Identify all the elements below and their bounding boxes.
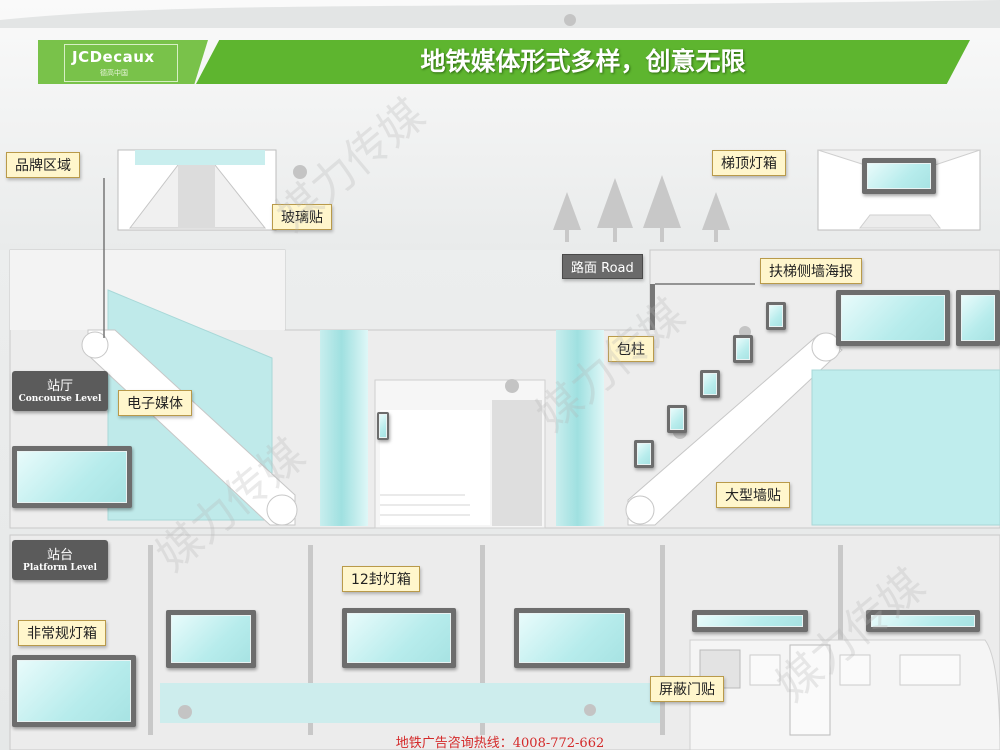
stair-top-lightbox bbox=[862, 158, 936, 194]
label-psd-sticker: 屏蔽门贴 bbox=[650, 676, 724, 702]
label-road: 路面 Road bbox=[562, 254, 643, 279]
label-large-wall-sticker: 大型墙贴 bbox=[716, 482, 790, 508]
title-bar bbox=[196, 40, 970, 84]
pillar-wrap-right bbox=[556, 330, 604, 526]
platform-level-zh: 站台 bbox=[46, 548, 73, 563]
ad-hotline: 地铁广告咨询热线：4008-772-662 bbox=[395, 736, 605, 750]
concourse-lightbox-2 bbox=[956, 290, 1000, 346]
irregular-lightbox bbox=[12, 655, 136, 727]
logo-badge bbox=[38, 40, 208, 84]
escalator-poster-5 bbox=[634, 440, 654, 468]
jcdecaux-logo-sub: 德高中国 bbox=[100, 69, 128, 77]
concourse-level-zh: 站厅 bbox=[46, 379, 73, 394]
label-pillar-wrap: 包柱 bbox=[608, 336, 654, 362]
page-title: 地铁媒体形式多样，创意无限 bbox=[420, 47, 746, 76]
platform-level-badge: 站台 Platform Level bbox=[12, 540, 108, 580]
twelve-sheet-lightbox-1 bbox=[166, 610, 256, 668]
concourse-level-en: Concourse Level bbox=[18, 394, 102, 404]
twelve-sheet-lightbox-4 bbox=[692, 610, 808, 632]
escalator-poster-2 bbox=[733, 335, 753, 363]
twelve-sheet-lightbox-5 bbox=[866, 610, 980, 632]
label-glass-sticker: 玻璃贴 bbox=[272, 204, 332, 230]
label-digital-media: 电子媒体 bbox=[118, 390, 192, 416]
label-escalator-side-poster: 扶梯侧墙海报 bbox=[760, 258, 862, 284]
stair-poster bbox=[377, 412, 389, 440]
label-irregular-lightbox: 非常规灯箱 bbox=[18, 620, 106, 646]
digital-media-screen bbox=[12, 446, 132, 508]
label-brand-zone: 品牌区域 bbox=[6, 152, 80, 178]
platform-level-en: Platform Level bbox=[23, 563, 97, 573]
escalator-poster-3 bbox=[700, 370, 720, 398]
pillar-wrap-left bbox=[320, 330, 368, 526]
logo-frame bbox=[64, 44, 178, 82]
concourse-lightbox-1 bbox=[836, 290, 950, 346]
twelve-sheet-lightbox-3 bbox=[514, 608, 630, 668]
escalator-poster-1 bbox=[766, 302, 786, 330]
label-stair-top-lightbox: 梯顶灯箱 bbox=[712, 150, 786, 176]
label-twelve-sheet-lightbox: 12封灯箱 bbox=[342, 566, 420, 592]
twelve-sheet-lightbox-2 bbox=[342, 608, 456, 668]
escalator-poster-4 bbox=[667, 405, 687, 433]
jcdecaux-logo: JCDecaux bbox=[72, 48, 155, 66]
tree-icon bbox=[553, 175, 730, 242]
concourse-level-badge: 站厅 Concourse Level bbox=[12, 371, 108, 411]
